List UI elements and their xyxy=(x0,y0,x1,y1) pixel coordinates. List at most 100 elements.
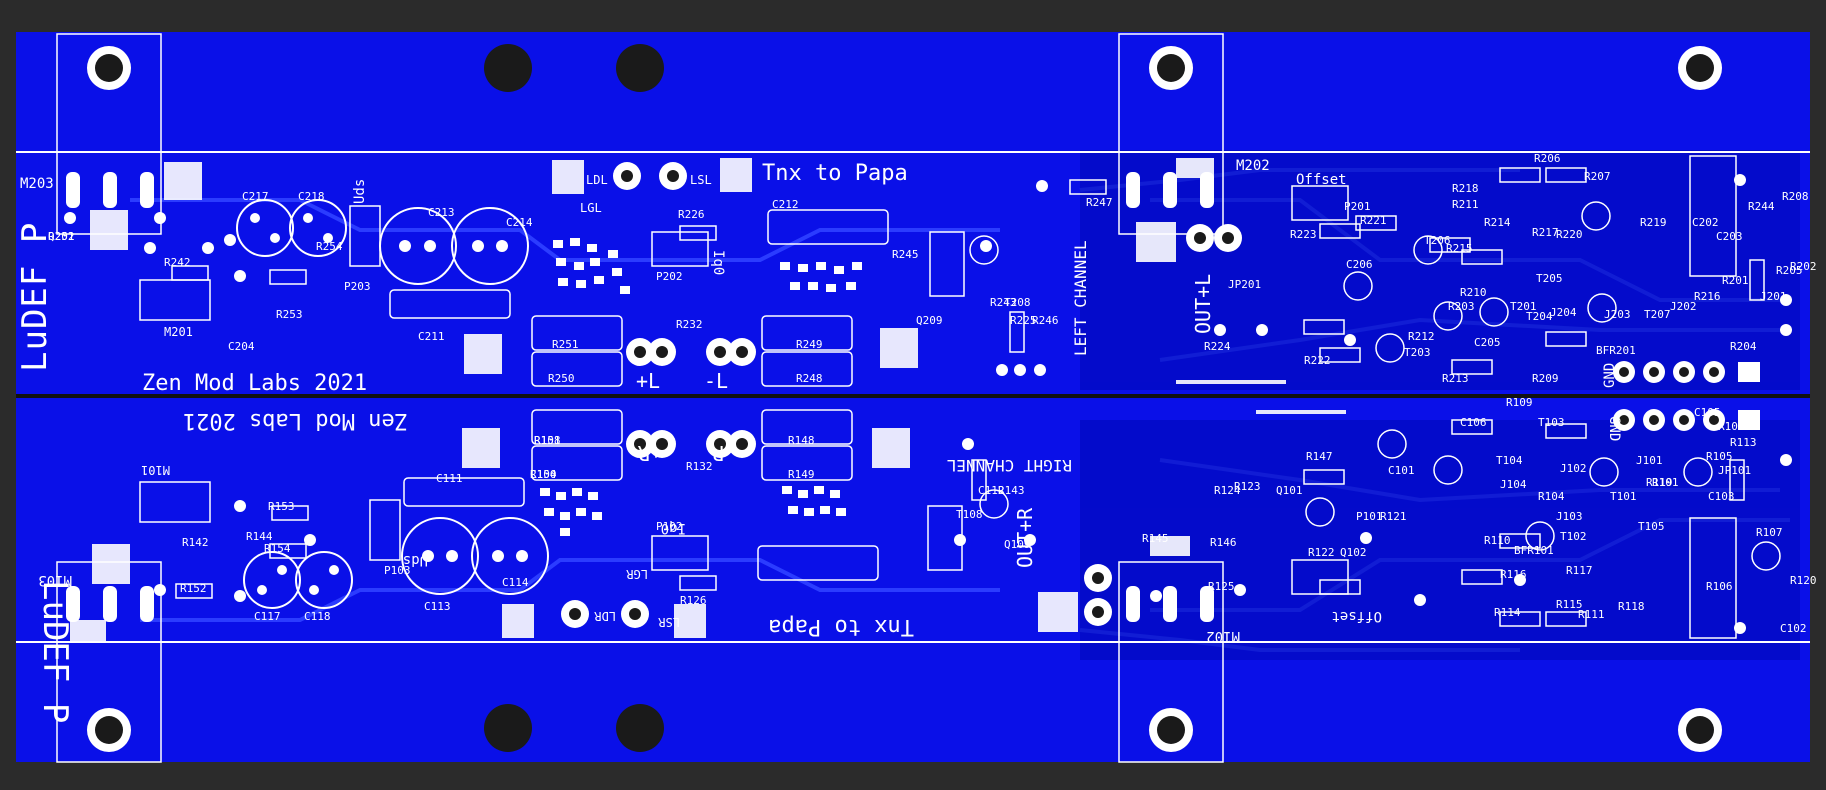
refdes-label: R151 xyxy=(534,434,561,447)
offset-label-top: Offset xyxy=(1296,172,1347,188)
refdes-label: R123 xyxy=(1234,480,1261,493)
refdes-label: C113 xyxy=(424,600,451,613)
out-label-bottom: OUT+R xyxy=(1013,507,1037,568)
refdes-label: J102 xyxy=(1560,462,1587,475)
refdes-label: R126 xyxy=(680,594,707,607)
plus-label-bottom: +R xyxy=(637,441,662,465)
refdes-label: BFR101 xyxy=(1514,544,1554,557)
refdes-label: C204 xyxy=(228,340,255,353)
refdes-label: J104 xyxy=(1500,478,1527,491)
refdes-label: R114 xyxy=(1494,606,1521,619)
brand-bottom: Zen Mod Labs 2021 xyxy=(183,408,408,433)
offset-label-bottom: Offset xyxy=(1331,608,1382,624)
refdes-label: C202 xyxy=(1692,216,1719,229)
refdes-label: T101 xyxy=(1610,490,1637,503)
refdes-label: R224 xyxy=(1204,340,1231,353)
refdes-label: R105 xyxy=(1706,450,1733,463)
refdes-label: Q209 xyxy=(916,314,943,327)
refdes-label: T207 xyxy=(1644,308,1671,321)
gnd-label-bottom: GND xyxy=(1606,416,1622,441)
refdes-label: R132 xyxy=(686,460,713,473)
refdes-label: R214 xyxy=(1484,216,1511,229)
refdes-label: R216 xyxy=(1694,290,1721,303)
refdes-label: R221 xyxy=(1360,214,1387,227)
refdes-label: R247 xyxy=(1086,196,1113,209)
refdes-label: Q101 xyxy=(1276,484,1303,497)
through-hole-pads xyxy=(64,174,1792,634)
refdes-label: C103 xyxy=(1708,490,1735,503)
refdes-label: R220 xyxy=(1556,228,1583,241)
iq-label-top: Iq0 xyxy=(710,250,726,275)
refdes-label: R122 xyxy=(1308,546,1335,559)
refdes-label: R218 xyxy=(1452,182,1479,195)
cap-pads xyxy=(250,213,528,595)
refdes-label: R108 xyxy=(534,434,561,447)
mounting-holes xyxy=(87,44,1722,752)
ldl-label: LDL xyxy=(586,173,608,187)
refdes-label: R223 xyxy=(1290,228,1317,241)
refdes-label: R213 xyxy=(1442,372,1469,385)
header-pins xyxy=(1613,361,1760,431)
refdes-label: R205 xyxy=(1776,264,1803,277)
refdes-label: R248 xyxy=(796,372,823,385)
refdes-label: R124 xyxy=(1214,484,1241,497)
refdes-label: T206 xyxy=(1424,234,1451,247)
refdes-label: R153 xyxy=(268,500,295,513)
mounting-hole xyxy=(484,704,532,752)
refdes-label: JP101 xyxy=(1718,464,1751,477)
refdes-label: R246 xyxy=(1032,314,1059,327)
out-label-top: OUT+L xyxy=(1191,274,1215,334)
ldr-label: LDR xyxy=(594,609,616,623)
refdes-label: R113 xyxy=(1730,436,1757,449)
refdes-label: R226 xyxy=(678,208,705,221)
refdes-label: T205 xyxy=(1536,272,1563,285)
refdes-label: R211 xyxy=(1452,198,1479,211)
refdes-label: C218 xyxy=(298,190,325,203)
refdes-label: R115 xyxy=(1556,598,1583,611)
trimmers-transistors xyxy=(651,185,1781,595)
refdes-label: T208 xyxy=(1004,296,1031,309)
refdes-label: R222 xyxy=(1304,354,1331,367)
refdes-label: R118 xyxy=(1618,600,1645,613)
refdes-label: J103 xyxy=(1556,510,1583,523)
refdes-label: P203 xyxy=(344,280,371,293)
power-pads xyxy=(66,162,1242,628)
silkscreen-top: LuDEF P Zen Mod Labs 2021 Tnx to Papa LE… xyxy=(15,158,1618,396)
minus-label-bottom: -R xyxy=(711,441,736,465)
refdes-label: R250 xyxy=(548,372,575,385)
refdes-label: P201 xyxy=(1344,200,1371,213)
refdes-label: C206 xyxy=(1346,258,1373,271)
refdes-label: R202 xyxy=(1790,260,1817,273)
refdes-label: R147 xyxy=(1306,450,1333,463)
refdes-label: R144 xyxy=(246,530,273,543)
refdes-label: T203 xyxy=(1404,346,1431,359)
refdes-label: Q201 xyxy=(48,230,75,243)
m202-label: M202 xyxy=(1236,158,1270,174)
refdes-label: R106 xyxy=(1706,580,1733,593)
refdes-label: R251 xyxy=(552,338,579,351)
refdes-label: Q102 xyxy=(1340,546,1367,559)
refdes-label: T102 xyxy=(1560,530,1587,543)
refdes-label: C114 xyxy=(502,576,529,589)
refdes-label: R121 xyxy=(1380,510,1407,523)
refdes-label: C106 xyxy=(1460,416,1487,429)
refdes-label: JP201 xyxy=(1228,278,1261,291)
refdes-label: C212 xyxy=(772,198,799,211)
refdes-label: J201 xyxy=(1760,290,1787,303)
refdes-label: C112 xyxy=(978,484,1005,497)
refdes-label: R219 xyxy=(1640,216,1667,229)
component-outlines xyxy=(139,155,1737,639)
refdes-label: R117 xyxy=(1566,564,1593,577)
thanks-bottom: Tnx to Papa xyxy=(768,614,914,639)
refdes-label: BFR201 xyxy=(1596,344,1636,357)
refdes-label: R243 xyxy=(990,296,1017,309)
refdes-label: T108 xyxy=(956,508,983,521)
refdes-label: P101 xyxy=(1356,510,1383,523)
refdes-label: T104 xyxy=(1496,454,1523,467)
refdes-label: R204 xyxy=(1730,340,1757,353)
m203-label: M203 xyxy=(20,176,54,192)
